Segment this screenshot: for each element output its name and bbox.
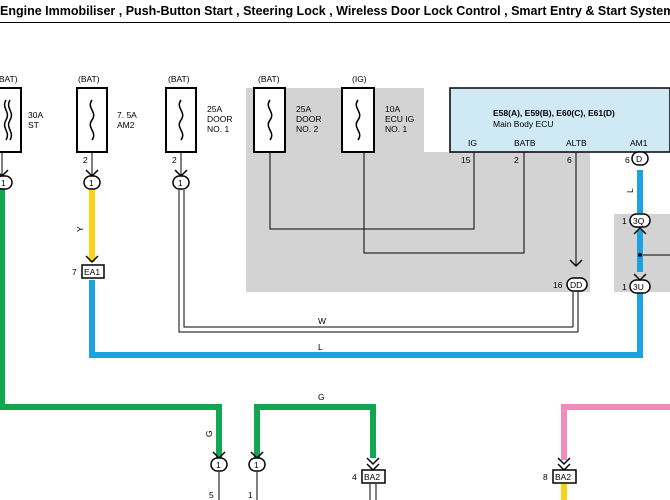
shaded-region-lower [424, 152, 590, 292]
connector-bottom-a-pin: 5 [209, 490, 214, 500]
svg-text:1: 1 [178, 178, 183, 188]
connector-dd: DD [566, 259, 588, 292]
connector-st-1: 1 [0, 169, 13, 190]
ecu-pin-label-altb: ALTB [566, 138, 587, 148]
svg-text:1: 1 [216, 460, 221, 470]
wire-ba2-out [369, 484, 377, 500]
ecu-pin-label-batb: BATB [514, 138, 536, 148]
connector-3q: 3Q [629, 213, 651, 235]
connector-bottom-b-pin: 1 [248, 490, 253, 500]
fuse-am2-rating: 7. 5A [117, 110, 137, 120]
wire-w-left [178, 190, 578, 333]
wire-label-w: W [318, 316, 326, 326]
wire-blue-l [89, 280, 643, 358]
svg-text:3Q: 3Q [633, 216, 645, 226]
fuse-door2-supply: (BAT) [258, 74, 280, 84]
fuse-door1-rating: 25A [207, 104, 222, 114]
connector-bottom-a: 1 [210, 451, 228, 472]
fuse-ecuig-name2: NO. 1 [385, 124, 407, 134]
connector-ea1-pin: 7 [72, 267, 77, 277]
wire-label-l-right: L [625, 188, 635, 193]
fuse-door1-pin: 2 [172, 155, 177, 165]
fuse-st [0, 87, 22, 153]
wire-door2-to-ig [269, 152, 475, 230]
connector-ba2-right-pin: 8 [543, 472, 548, 482]
wire-label-g-left: G [204, 430, 214, 437]
connector-ba2-left-pin: 4 [352, 472, 357, 482]
connector-am2-1: 1 [83, 169, 101, 190]
connector-ea1: EA1 [81, 255, 105, 279]
diagram-title: Engine Immobiliser , Push-Button Start ,… [0, 4, 670, 18]
fuse-door2 [253, 87, 286, 153]
main-body-ecu [449, 87, 670, 153]
fuse-door2-name1: DOOR [296, 114, 322, 124]
ecu-pin-num-batb: 2 [514, 155, 519, 165]
svg-text:DD: DD [570, 280, 582, 290]
fuse-ecuig [341, 87, 375, 153]
wire-ecuig-to-batb [363, 152, 525, 254]
connector-door1-1: 1 [172, 169, 190, 190]
svg-text:BA2: BA2 [555, 472, 571, 482]
fuse-door1 [165, 87, 197, 153]
svg-text:1: 1 [1, 178, 6, 188]
connector-3u: 3U [629, 273, 651, 294]
connector-3u-pin: 1 [622, 282, 627, 292]
connector-dd-pin: 16 [553, 280, 563, 290]
wire-green-left [0, 186, 222, 458]
svg-text:3U: 3U [633, 282, 644, 292]
svg-text:BA2: BA2 [364, 472, 380, 482]
ecu-pin-label-ig: IG [468, 138, 477, 148]
fuse-am2-name: AM2 [117, 120, 135, 130]
fuse-am2-supply: (BAT) [78, 74, 100, 84]
connector-bottom-b: 1 [248, 451, 266, 472]
fuse-am2-pin: 2 [83, 155, 88, 165]
fuse-st-rating: 30A [28, 110, 43, 120]
wire-label-y: Y [75, 226, 85, 232]
fuse-ecuig-supply: (IG) [352, 74, 367, 84]
ecu-connectors: E58(A), E59(B), E60(C), E61(D) [493, 108, 615, 118]
wire-label-g-top: G [318, 392, 325, 402]
connector-ba2-left: BA2 [361, 457, 386, 484]
wire-w-right [183, 190, 573, 328]
svg-text:EA1: EA1 [84, 267, 100, 277]
fuse-door1-name2: NO. 1 [207, 124, 229, 134]
svg-text:1: 1 [89, 178, 94, 188]
wire-pink [561, 404, 670, 460]
fuse-st-supply: (BAT) [0, 74, 18, 84]
connector-am1-d: D [631, 151, 649, 166]
ecu-pin-num-am1: 6 [625, 155, 630, 165]
ecu-name: Main Body ECU [493, 119, 553, 129]
fuse-ecuig-rating: 10A [385, 104, 400, 114]
svg-text:D: D [636, 154, 642, 164]
fuse-door2-name2: NO. 2 [296, 124, 318, 134]
title-rule [0, 22, 670, 23]
fuse-am2 [76, 87, 108, 153]
ecu-pin-num-ig: 15 [461, 155, 471, 165]
fuse-st-name: ST [28, 120, 39, 130]
wire-green-g [254, 404, 376, 458]
fuse-ecuig-name1: ECU IG [385, 114, 414, 124]
connector-3q-pin: 1 [622, 216, 627, 226]
connector-ba2-right: BA2 [552, 457, 577, 484]
fuse-door1-supply: (BAT) [168, 74, 190, 84]
ecu-pin-num-altb: 6 [567, 155, 572, 165]
svg-text:1: 1 [254, 460, 259, 470]
ecu-pin-label-am1: AM1 [630, 138, 648, 148]
splice-3q [638, 253, 642, 257]
fuse-door1-name1: DOOR [207, 114, 233, 124]
fuse-door2-rating: 25A [296, 104, 311, 114]
wire-label-l-bottom: L [318, 342, 323, 352]
